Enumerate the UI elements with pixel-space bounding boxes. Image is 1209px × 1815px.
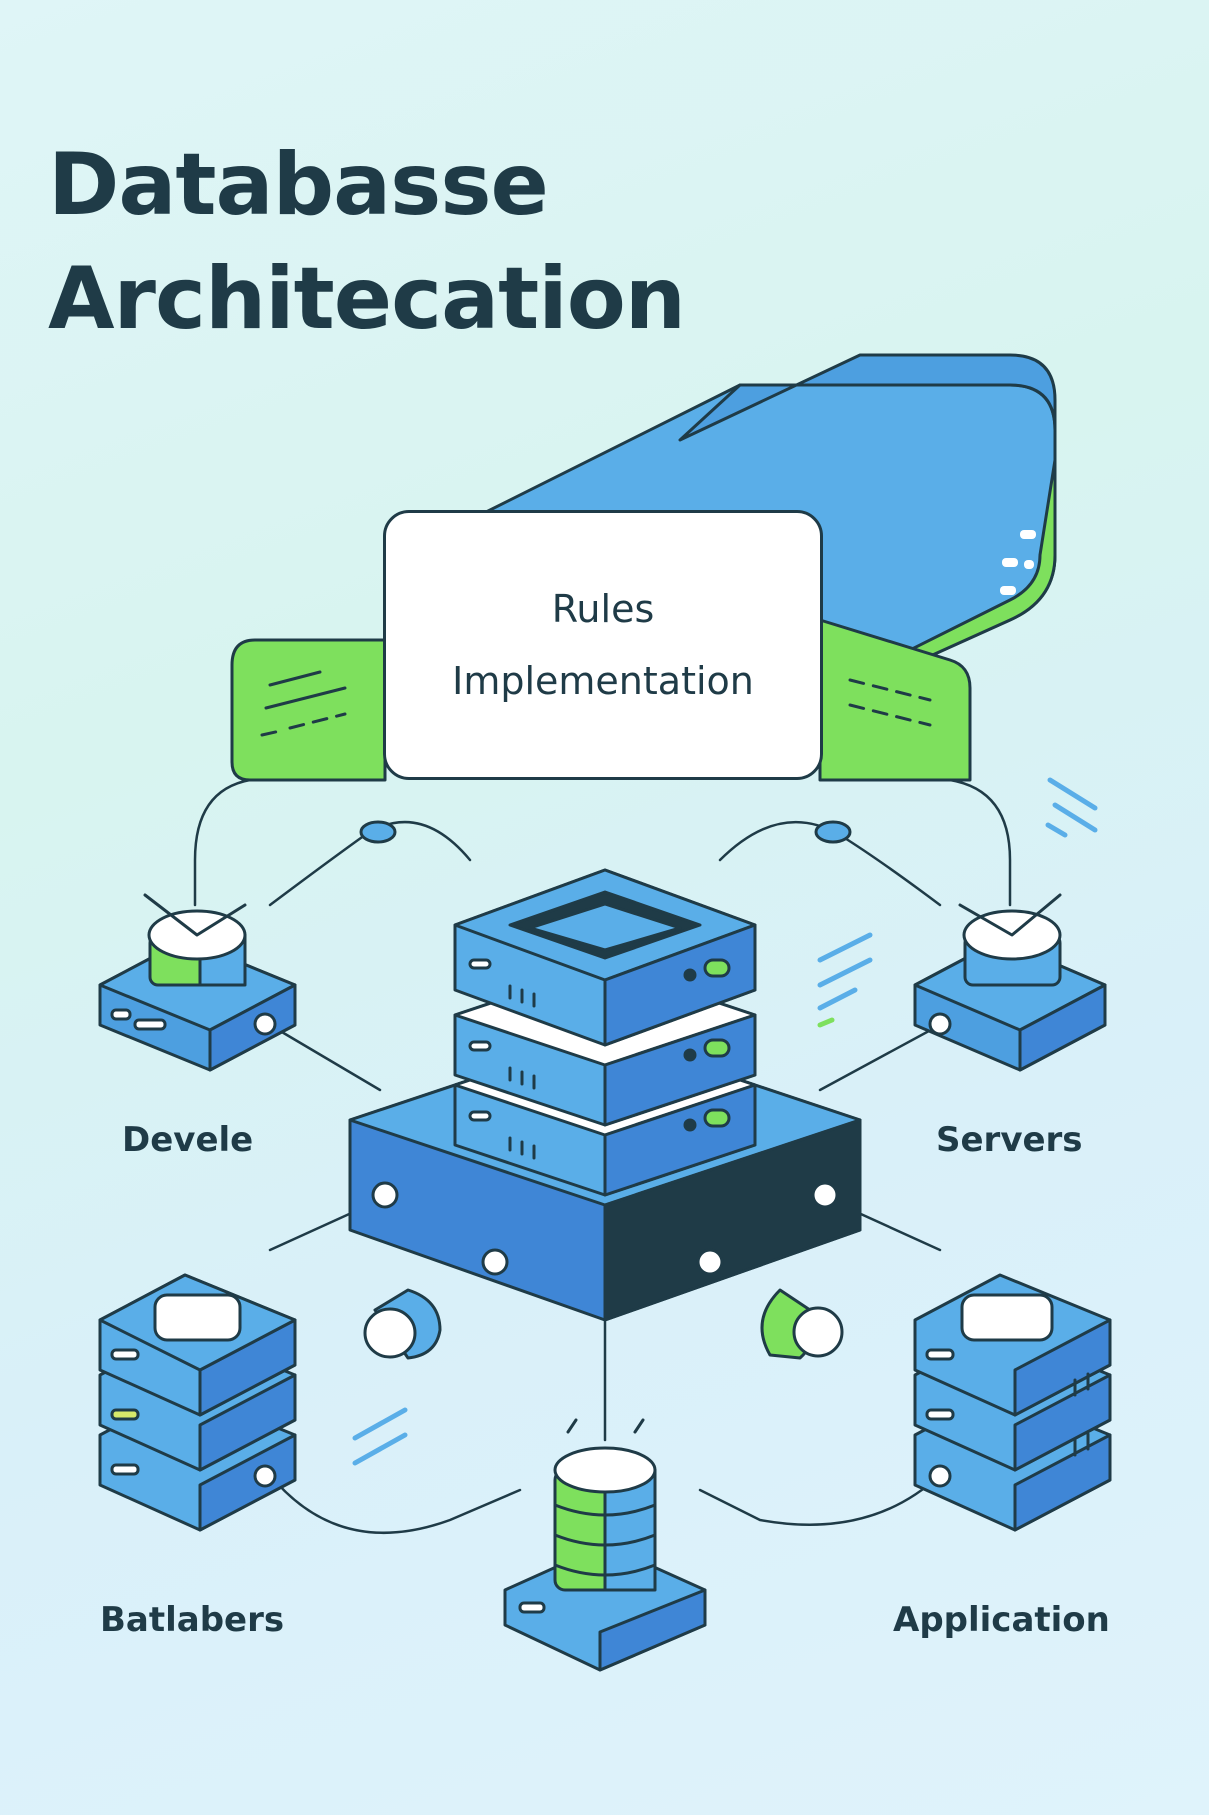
node-bottom-center: [503, 1446, 707, 1672]
rules-box-line-2: Implementation: [452, 659, 754, 703]
rules-box-line-1: Rules: [551, 587, 655, 631]
node-bottom-left: [98, 1273, 297, 1532]
node-top-left: [98, 893, 297, 1072]
connector-plug-1: [359, 820, 397, 844]
page-title-line-1: Databasse: [48, 135, 549, 235]
label-servers: Servers: [936, 1120, 1083, 1160]
page-title-line-2: Architecation: [48, 249, 686, 349]
connector-plug-2: [814, 820, 852, 844]
connector-plug-3: [363, 1288, 442, 1360]
label-batlabers: Batlabers: [100, 1600, 285, 1640]
node-top-right: [913, 893, 1107, 1072]
label-application: Application: [893, 1600, 1110, 1640]
decorative-marks: [352, 777, 1098, 1466]
node-bottom-right: [913, 1273, 1112, 1532]
right-green-tag: [818, 618, 972, 782]
slab-status-lights: [1000, 530, 1036, 595]
page-title: Databasse Architecation: [48, 128, 686, 356]
label-devele: Devele: [122, 1120, 254, 1160]
connector-plug-4: [760, 1288, 844, 1360]
left-green-tag: [230, 638, 387, 782]
central-server-stack: [348, 868, 862, 1322]
rules-implementation-box: Rules Implementation: [383, 510, 823, 780]
